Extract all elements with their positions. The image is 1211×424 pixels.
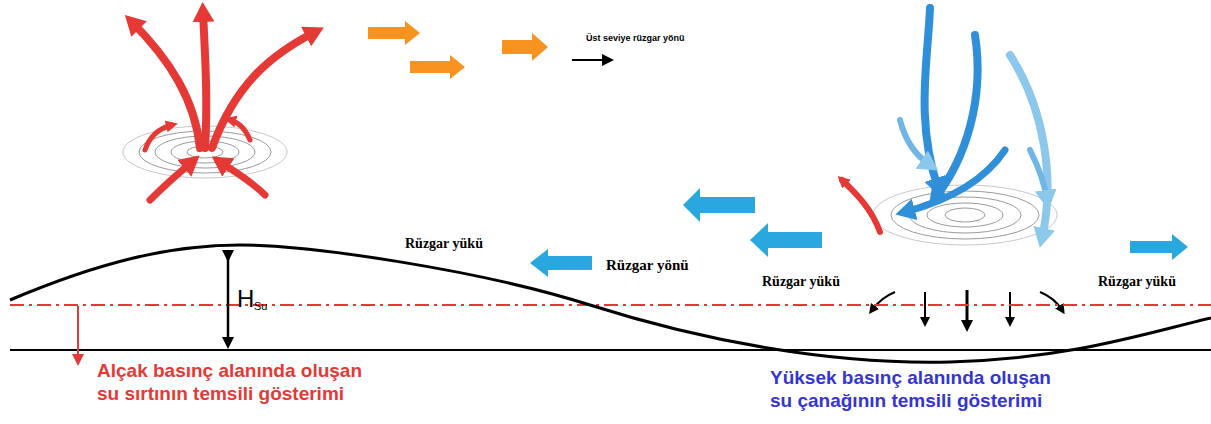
wind-load-label: Rüzgar yükü: [760, 274, 842, 291]
ridge-caption: Alçak basınç alanında oluşan su sırtının…: [97, 360, 369, 406]
height-subscript: Su: [254, 300, 267, 313]
wind-direction-label: Rüzgar yönü: [604, 256, 691, 274]
surface-wind-arrows: [530, 188, 1188, 277]
mean-water-level: [10, 304, 1211, 306]
caption-leader: [77, 306, 79, 360]
rising-air-arrows: [132, 12, 315, 200]
wind-load-label: Rüzgar yükü: [1096, 274, 1178, 291]
sinking-air-arrows: [842, 8, 1047, 238]
upper-wind-arrows: [368, 21, 548, 79]
upper-wind-direction-arrow: [572, 59, 608, 61]
wind-load-label: Rüzgar yükü: [403, 236, 485, 253]
sea-bottom-line: [10, 349, 1211, 351]
water-height-arrow: [227, 256, 230, 343]
height-symbol: H: [237, 285, 254, 314]
upper-wind-label: Üst seviye rüzgar yönü: [586, 33, 685, 44]
water-surface-curve: [10, 245, 1211, 362]
wind-load-arrows: [872, 290, 1062, 326]
trough-caption: Yüksek basınç alanında oluşan su çanağın…: [770, 367, 1055, 413]
high-pressure-swirl: [873, 185, 1057, 245]
